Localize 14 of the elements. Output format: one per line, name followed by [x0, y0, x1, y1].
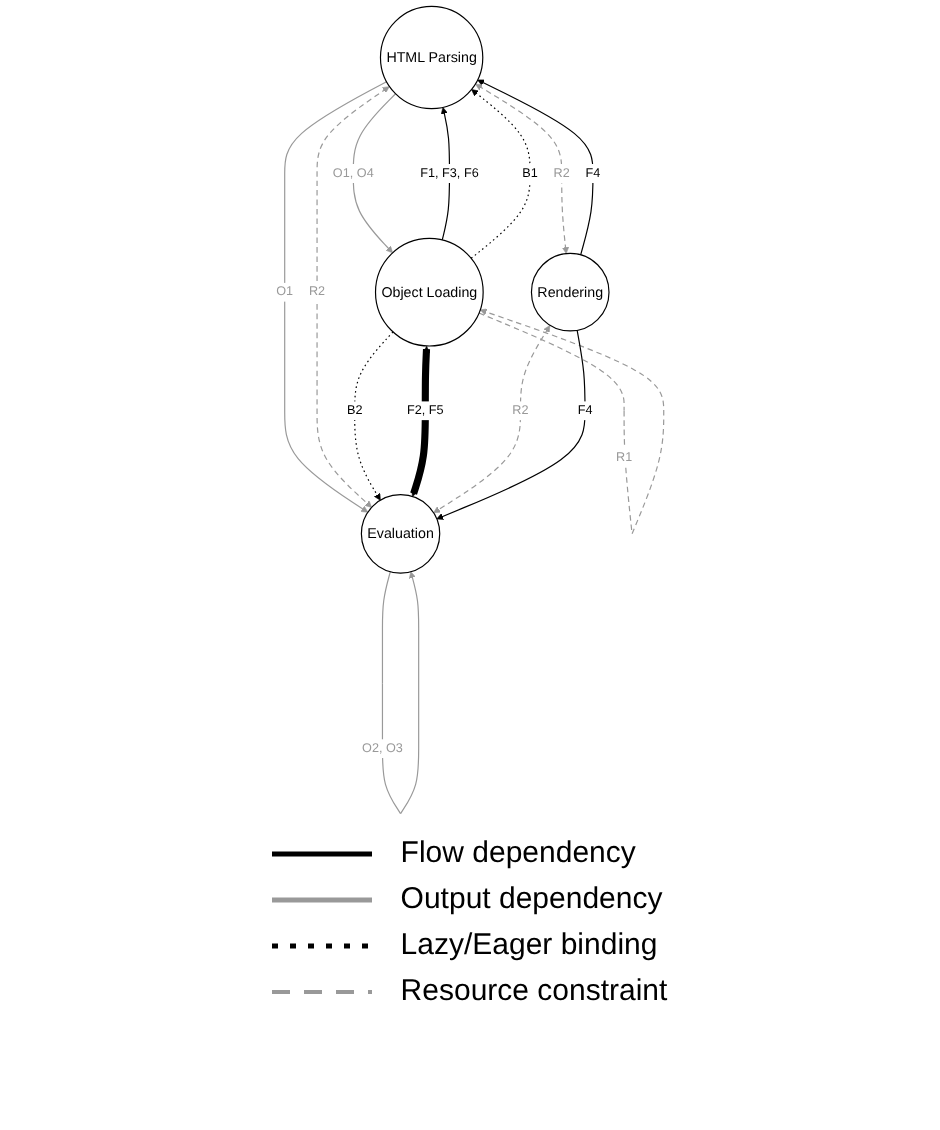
- arrow: [470, 89, 531, 259]
- legend-label: Output dependency: [400, 882, 663, 916]
- legend-label: Flow dependency: [400, 836, 636, 870]
- arrow: [316, 86, 390, 508]
- arrow: [352, 93, 397, 254]
- arrow: [410, 345, 431, 497]
- arrow: [477, 79, 594, 256]
- legend-label: Lazy/Eager binding: [400, 928, 658, 962]
- arrow: [433, 325, 551, 514]
- arrow: [284, 81, 388, 513]
- legend-label: Resource constraint: [400, 974, 668, 1008]
- arrow: [354, 331, 394, 501]
- arrow: [475, 83, 569, 254]
- arrow: [436, 329, 586, 520]
